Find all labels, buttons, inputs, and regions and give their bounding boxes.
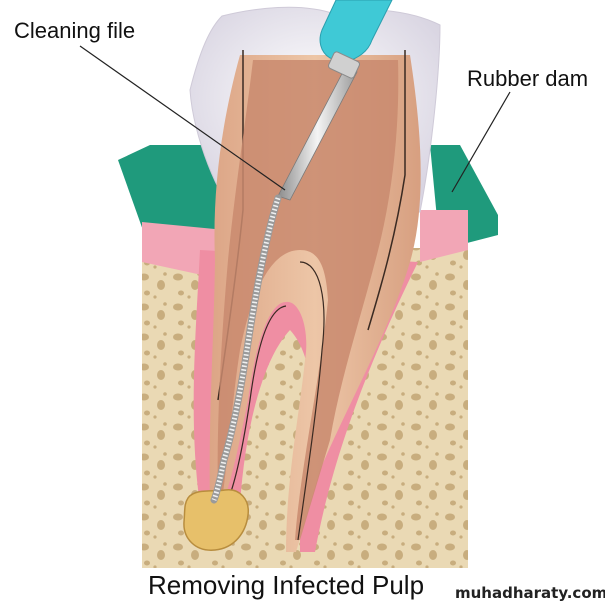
rubber-dam-label: Rubber dam: [467, 66, 589, 91]
diagram-caption: Removing Infected Pulp: [148, 570, 425, 600]
watermark: muhadharaty.com: [455, 584, 605, 602]
canal-outline: [227, 305, 287, 501]
dam-leader-line: [451, 91, 511, 193]
canal-outline-right: [297, 261, 325, 541]
cavity-wall-right: [367, 50, 406, 331]
gum-right: [420, 210, 468, 262]
pulp-chamber: [217, 60, 399, 540]
file-coil-threads: [211, 197, 281, 501]
cleaning-file-label: Cleaning file: [14, 18, 136, 43]
file-collar: [327, 51, 361, 79]
file-leader-line: [79, 45, 286, 191]
infected-tissue: [183, 489, 249, 551]
